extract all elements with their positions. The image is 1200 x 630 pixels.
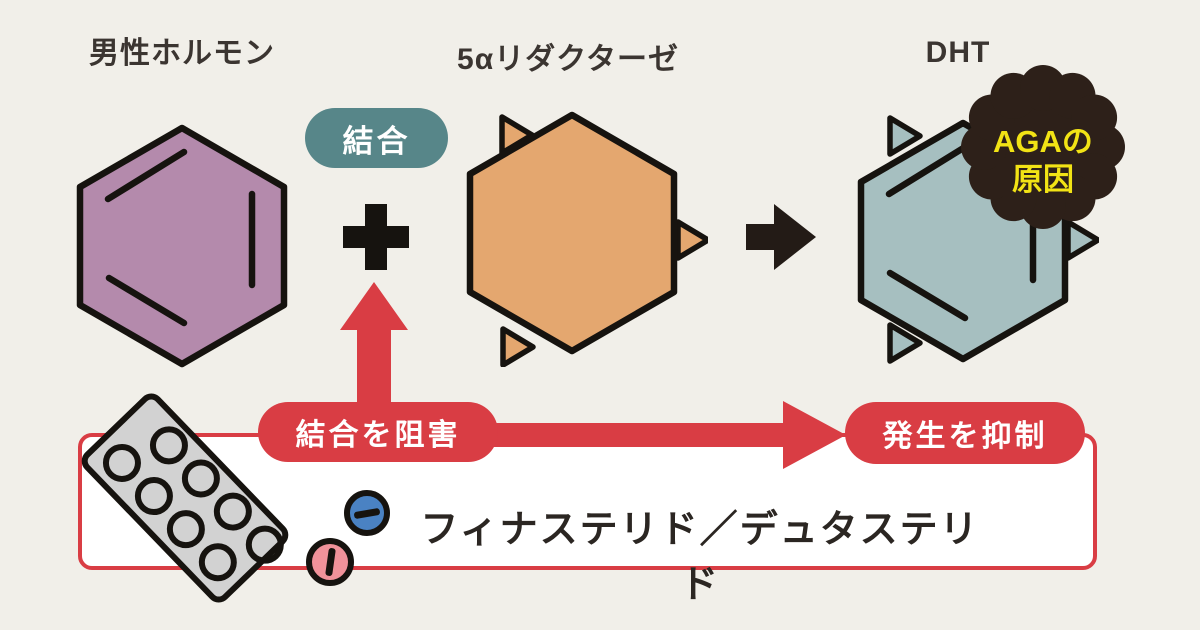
aga-badge-line1: AGAの — [993, 124, 1093, 159]
hormone-molecule-icon — [76, 124, 288, 368]
hormone-label: 男性ホルモン — [89, 37, 275, 70]
inhibit-badge-label: 結合を阻害 — [295, 419, 461, 452]
suppress-right-arrow-icon — [490, 401, 846, 469]
reductase-label: 5αリダクターゼ — [457, 43, 679, 76]
drug-name-label: フィナステリド／デュタステリド — [420, 509, 980, 606]
inhibit-up-arrow-icon — [340, 282, 408, 406]
aga-badge-line2: 原因 — [1012, 162, 1074, 197]
pink-pill-icon — [306, 538, 354, 586]
suppress-badge: 発生を抑制 — [845, 402, 1085, 464]
reductase-molecule-icon — [466, 111, 708, 367]
suppress-badge-label: 発生を抑制 — [882, 420, 1048, 453]
bind-badge: 結合 — [305, 108, 448, 168]
plus-icon — [343, 204, 409, 270]
blue-pill-icon — [344, 490, 390, 536]
arrow-right-icon — [746, 204, 816, 270]
dht-label: DHT — [925, 36, 991, 69]
inhibit-badge: 結合を阻害 — [258, 402, 498, 462]
bind-badge-label: 結合 — [342, 123, 411, 159]
aga-cause-badge: AGAの 原因 — [961, 65, 1125, 229]
